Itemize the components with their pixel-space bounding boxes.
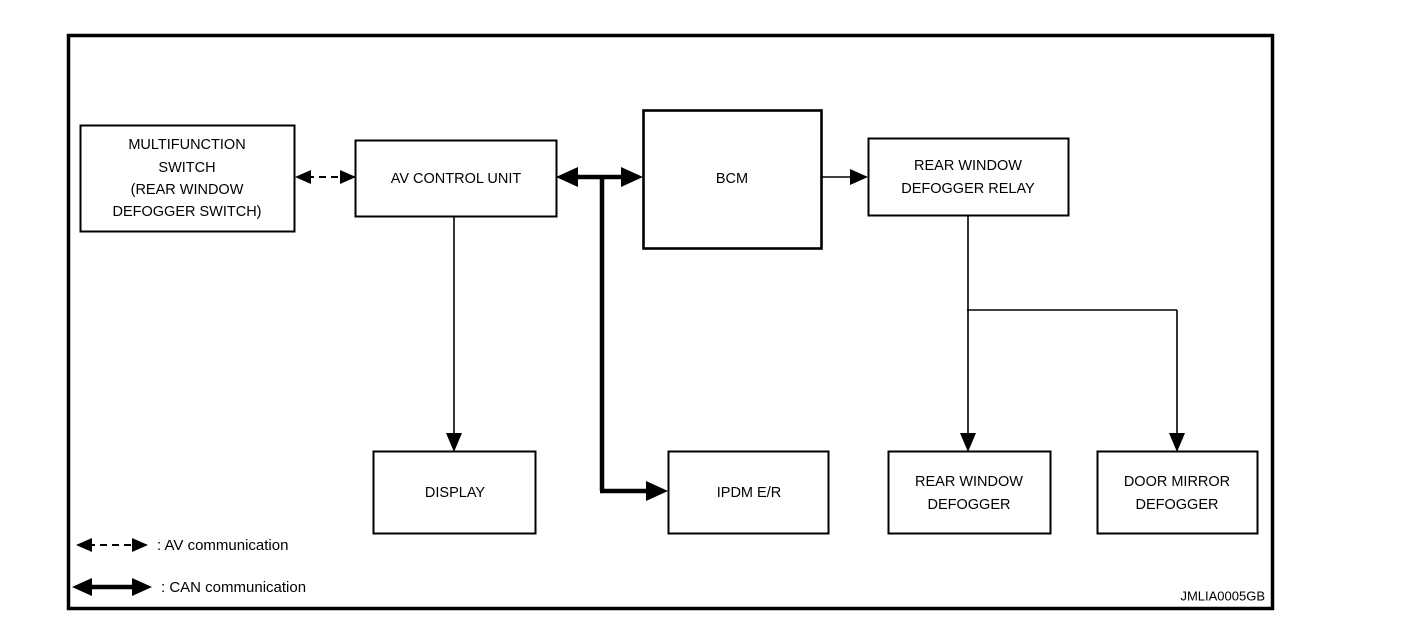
node-ipdm-er[interactable]: IPDM E/R [667,450,830,535]
door-mirror-defogger-label-line-1: DOOR MIRROR [1124,474,1230,490]
diagram-outer-frame [66,33,1275,611]
multifunction-switch-label-line-4: DEFOGGER SWITCH) [112,204,261,220]
arrowhead-down-to-display [446,433,462,452]
node-rear-window-defogger-relay[interactable]: REAR WINDOW DEFOGGER RELAY [867,137,1070,217]
connection-relay-to-defoggers [960,215,1185,452]
legend-item-av-communication: : AV communication [76,537,288,554]
arrowhead-right-to-relay [850,169,868,185]
display-box[interactable] [372,450,537,535]
arrowhead-can-to-bcm [621,167,643,187]
av-control-unit-label: AV CONTROL UNIT [391,171,522,187]
display-label: DISPLAY [425,485,486,501]
bcm-label: BCM [716,171,748,187]
arrowhead-can-to-ipdm [646,481,668,501]
connection-bcm-to-relay [821,169,868,185]
node-door-mirror-defogger[interactable]: DOOR MIRROR DEFOGGER [1096,450,1259,535]
legend-av-arrowhead-right [132,538,148,552]
rear-window-defogger-label-line-2: DEFOGGER [928,497,1011,513]
legend-can-communication-label: : CAN communication [161,579,306,596]
connection-can-bus [556,167,668,501]
rear-window-defogger-label-line-1: REAR WINDOW [915,474,1023,490]
rear-window-defogger-relay-box[interactable] [867,137,1070,217]
node-av-control-unit[interactable]: AV CONTROL UNIT [354,139,558,218]
rear-window-defogger-relay-label-line-2: DEFOGGER RELAY [901,181,1035,197]
legend-item-can-communication: : CAN communication [72,578,306,596]
multifunction-switch-box[interactable] [79,124,296,233]
arrowhead-down-to-door-mirror-defogger [1169,433,1185,452]
node-rear-window-defogger[interactable]: REAR WINDOW DEFOGGER [887,450,1052,535]
figure-id-label: JMLIA0005GB [1180,588,1265,603]
door-mirror-defogger-box[interactable] [1096,450,1259,535]
legend-can-arrowhead-left [72,578,92,596]
door-mirror-defogger-label-line-2: DEFOGGER [1136,497,1219,513]
legend-av-arrowhead-left [76,538,92,552]
av-control-unit-box[interactable] [354,139,558,218]
arrowhead-left-to-switch [295,170,311,184]
node-multifunction-switch[interactable]: MULTIFUNCTION SWITCH (REAR WINDOW DEFOGG… [79,124,296,233]
node-bcm[interactable]: BCM [642,109,823,250]
legend-can-arrowhead-right [132,578,152,596]
arrowhead-down-to-rear-window-defogger [960,433,976,452]
multifunction-switch-label-line-3: (REAR WINDOW [131,182,244,198]
connection-av-unit-to-display [446,216,462,452]
multifunction-switch-label-line-2: SWITCH [158,160,215,176]
arrowhead-right-to-av-unit [340,170,356,184]
rear-window-defogger-relay-label-line-1: REAR WINDOW [914,158,1022,174]
arrowhead-can-to-av-unit [556,167,578,187]
bcm-box[interactable] [642,109,823,250]
ipdm-er-label: IPDM E/R [717,485,781,501]
node-display[interactable]: DISPLAY [372,450,537,535]
ipdm-er-box[interactable] [667,450,830,535]
multifunction-switch-label-line-1: MULTIFUNCTION [128,137,245,153]
connection-switch-av-communication [295,170,356,184]
rear-window-defogger-box[interactable] [887,450,1052,535]
legend-av-communication-label: : AV communication [157,537,288,554]
